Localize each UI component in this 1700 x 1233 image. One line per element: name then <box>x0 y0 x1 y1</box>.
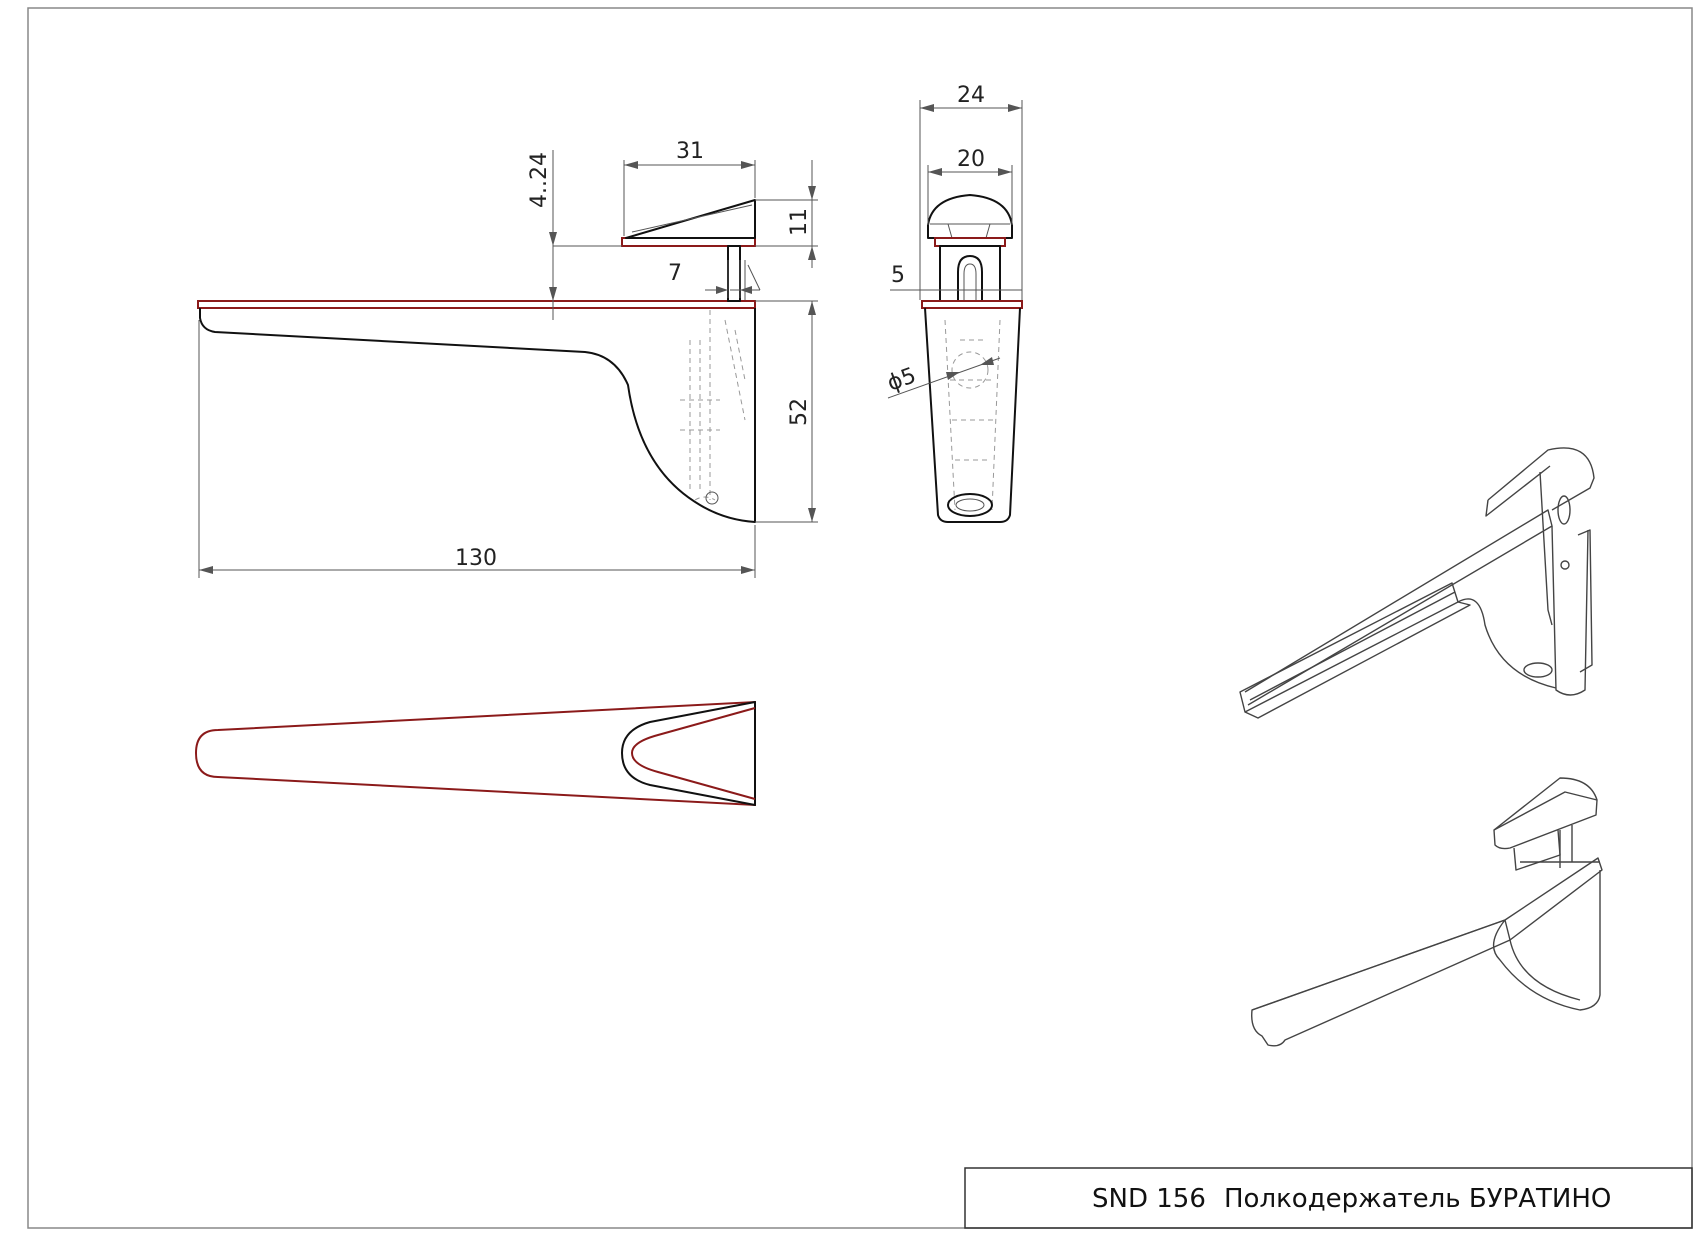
dim-31: 31 <box>676 139 704 164</box>
dim-24: 24 <box>957 83 985 108</box>
dim-52: 52 <box>787 398 812 426</box>
title-block: SND 156 Полкодержатель БУРАТИНО <box>964 1167 1693 1229</box>
dim-130: 130 <box>455 546 497 571</box>
dim-20: 20 <box>957 147 985 172</box>
dim-7: 7 <box>668 261 682 286</box>
part-code: SND 156 <box>1092 1184 1206 1214</box>
side-view <box>197 199 761 523</box>
isometric-view-2 <box>1251 777 1603 1047</box>
dim-11: 11 <box>787 208 812 236</box>
dim-5: 5 <box>891 263 905 288</box>
front-view-dimensions: 24 20 5 ϕ5 <box>884 83 1023 399</box>
dim-4-24: 4..24 <box>527 152 552 208</box>
isometric-view-1 <box>1239 447 1595 719</box>
side-view-dimensions: 130 52 31 11 4..24 7 <box>198 139 818 578</box>
part-name: Полкодержатель БУРАТИНО <box>1224 1184 1611 1214</box>
sheet-frame <box>27 7 1693 1229</box>
top-view <box>194 700 756 807</box>
front-view <box>921 194 1023 523</box>
dim-phi5: ϕ5 <box>884 363 919 396</box>
